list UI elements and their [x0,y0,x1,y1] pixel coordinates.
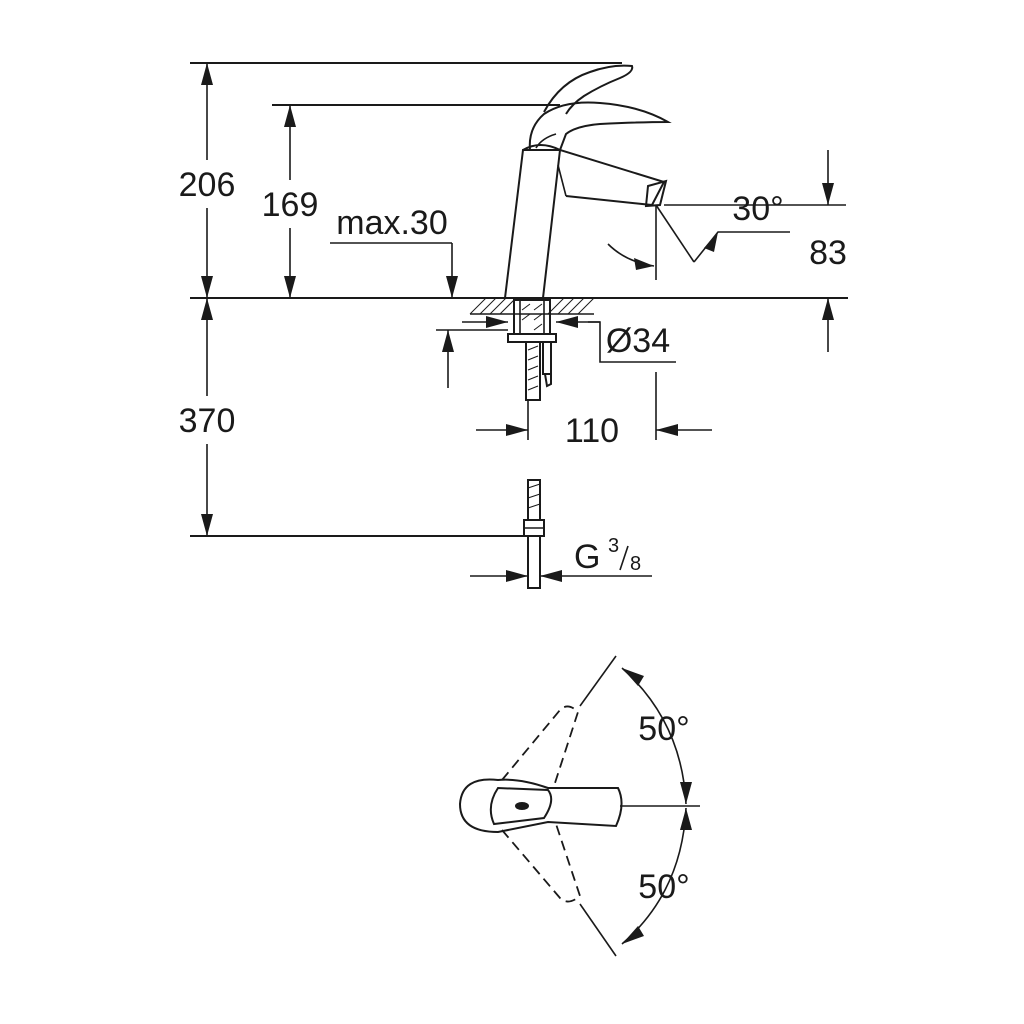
faucet-spout [522,144,666,207]
label-110: 110 [565,412,619,450]
top-view-indicator [515,802,529,810]
dimension-370: 370 [179,298,236,536]
side-elevation: 206 169 max.30 30° [179,62,848,589]
mounting-assembly [507,299,557,343]
top-view-body [458,778,623,834]
label-g-prefix: G [574,538,600,576]
label-169: 169 [262,186,319,224]
flex-hose [525,341,552,401]
top-view: 50° 50° [458,655,700,957]
dimension-30deg: 30° [607,190,790,280]
lever-handle [528,101,672,151]
label-g-numerator: 3 [608,535,619,557]
dimension-206: 206 [179,63,236,298]
dimension-83: 83 [664,150,847,352]
dimension-diameter34: Ø34 [462,316,676,363]
label-206: 206 [179,166,236,204]
dimension-110: 110 [476,372,712,450]
lever-underside [535,133,557,149]
hose-end-fitting [523,479,545,589]
swing-position-upper [501,705,580,787]
label-30deg: 30° [732,190,783,228]
label-370: 370 [179,402,236,440]
dimension-g38: G 3 8 [470,535,652,582]
dimension-max30: max.30 [330,204,508,388]
swing-position-lower [501,823,582,903]
spout-seam [557,164,567,197]
label-83: 83 [809,234,847,272]
label-max30: max.30 [336,204,448,242]
faucet-body [503,149,562,299]
aerator [644,179,668,208]
lever-raised-outline [543,64,634,115]
label-g-denominator: 8 [630,553,641,575]
label-swing-upper: 50° [638,710,689,748]
top-view-lever [489,786,553,826]
label-diameter34: Ø34 [606,322,670,360]
dimension-169: 169 [262,105,319,298]
label-swing-lower: 50° [638,868,689,906]
